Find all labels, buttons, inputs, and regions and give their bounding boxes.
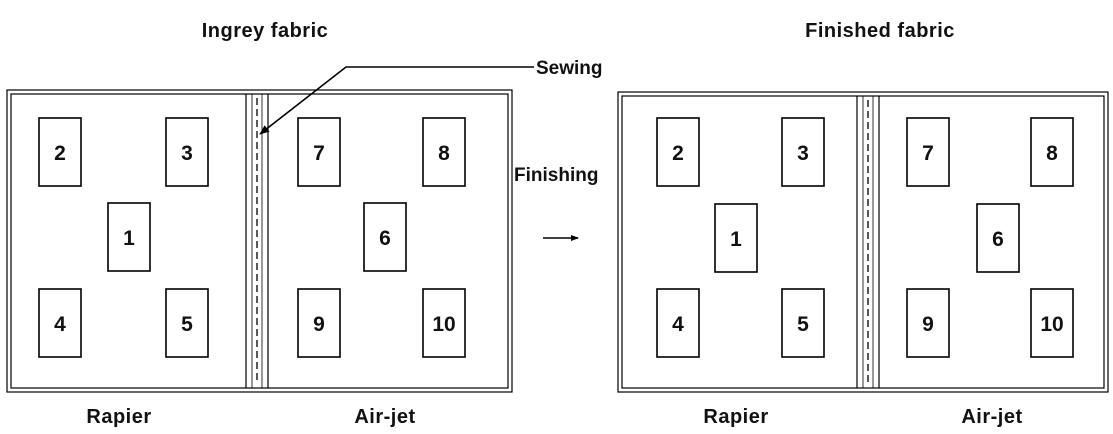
sewing-leader-arrow [259, 66, 534, 135]
finishing-label: Finishing [514, 165, 598, 186]
sample-number: 8 [438, 142, 450, 165]
sample-box: 6 [363, 202, 407, 272]
ingrey-fabric-panel: 2 3 1 4 5 7 8 6 [6, 89, 513, 393]
sample-box: 10 [422, 288, 466, 358]
sample-box: 8 [1030, 117, 1074, 187]
sample-number: 10 [432, 313, 455, 336]
sample-box: 7 [297, 117, 341, 187]
sample-number: 6 [379, 227, 391, 250]
sample-box: 2 [656, 117, 700, 187]
sample-number: 8 [1046, 142, 1058, 165]
sample-box: 3 [781, 117, 825, 187]
sample-box: 1 [714, 203, 758, 273]
sample-box: 4 [656, 288, 700, 358]
sample-number: 1 [730, 228, 742, 251]
ingrey-fabric-inner-frame [10, 93, 509, 389]
sample-number: 9 [313, 313, 325, 336]
sewing-label: Sewing [536, 58, 603, 79]
sample-box: 4 [38, 288, 82, 358]
finished-rapier-label: Rapier [703, 406, 768, 428]
finished-fabric-title: Finished fabric [805, 20, 955, 42]
ingrey-fabric-outer-frame [6, 89, 513, 393]
sample-box: 9 [906, 288, 950, 358]
sample-number: 2 [54, 142, 66, 165]
ingrey-fabric-title: Ingrey fabric [202, 20, 329, 42]
sample-number: 3 [181, 142, 193, 165]
sample-box: 10 [1030, 288, 1074, 358]
sample-number: 5 [797, 313, 809, 336]
sample-box: 3 [165, 117, 209, 187]
sample-number: 9 [922, 313, 934, 336]
sample-number: 4 [54, 313, 66, 336]
sample-box: 2 [38, 117, 82, 187]
sample-number: 4 [672, 313, 684, 336]
sample-box: 8 [422, 117, 466, 187]
sample-number: 7 [922, 142, 934, 165]
sample-box: 1 [107, 202, 151, 272]
ingrey-airjet-label: Air-jet [354, 406, 415, 428]
sample-box: 5 [165, 288, 209, 358]
sample-number: 10 [1040, 313, 1063, 336]
sample-number: 1 [123, 227, 135, 250]
finished-airjet-label: Air-jet [961, 406, 1022, 428]
sample-number: 6 [992, 228, 1004, 251]
finished-fabric-outer-frame [617, 91, 1109, 393]
sample-box: 6 [976, 203, 1020, 273]
sample-box: 7 [906, 117, 950, 187]
sample-number: 3 [797, 142, 809, 165]
finished-fabric-panel: 2 3 1 4 5 7 8 6 [617, 91, 1109, 393]
sample-number: 7 [313, 142, 325, 165]
sample-box: 9 [297, 288, 341, 358]
sample-number: 2 [672, 142, 684, 165]
sample-number: 5 [181, 313, 193, 336]
ingrey-rapier-label: Rapier [86, 406, 151, 428]
sample-box: 5 [781, 288, 825, 358]
